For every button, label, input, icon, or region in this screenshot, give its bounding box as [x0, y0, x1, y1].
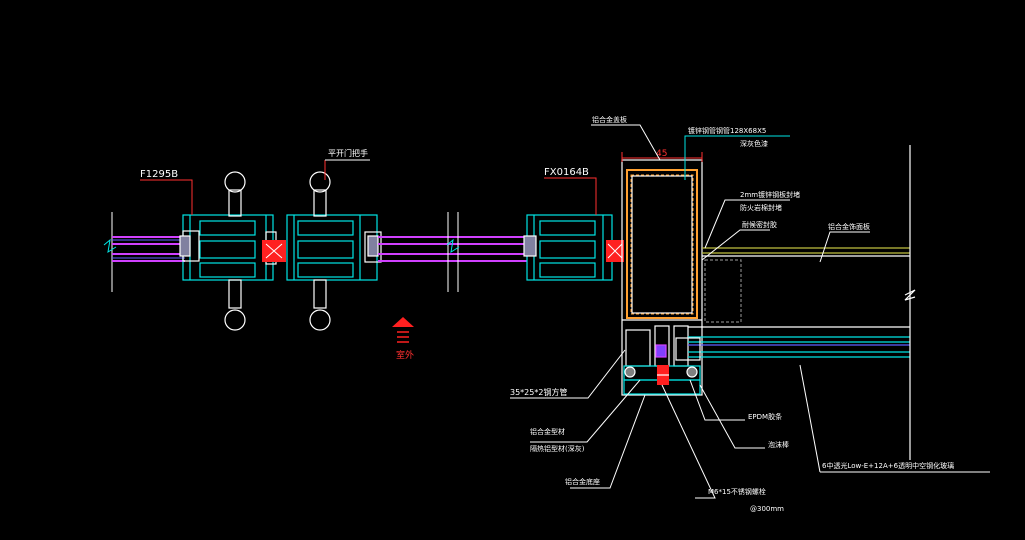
label-outdoor: 室外 — [396, 349, 414, 361]
label-alu-profile-sub: 隔热铝型材(深灰) — [530, 444, 585, 453]
label-sealant: 耐候密封胶 — [742, 220, 777, 229]
label-steel-tube: 镀锌钢管钢管128X68X5 — [688, 126, 766, 135]
right-glass-panel — [675, 145, 916, 460]
label-steel-plate-sub: 防火岩棉封堵 — [740, 203, 782, 212]
label-profile-right: FX0164B — [544, 167, 589, 178]
label-alu-base: 铝合金底座 — [565, 477, 600, 486]
profile-fx0164b — [523, 214, 613, 281]
label-foam: 泡沫棒 — [768, 440, 789, 449]
width-dimension: 45 — [621, 149, 703, 162]
labels: F1295B 平开门把手 FX0164B 铝合金盖板 镀锌钢管钢管128X68X… — [140, 115, 954, 513]
label-steel-pipe-35: 35*25*2钢方管 — [510, 387, 567, 397]
label-spacing: @300mm — [750, 505, 784, 513]
profile-middle — [286, 214, 382, 281]
label-handle: 平开门把手 — [328, 148, 368, 158]
label-profile-left: F1295B — [140, 169, 178, 180]
label-steel-tube-sub: 深灰色漆 — [740, 139, 768, 148]
handle-left — [224, 171, 246, 331]
label-alu-cover: 铝合金盖板 — [592, 115, 627, 124]
label-epdm: EPDM胶条 — [748, 412, 782, 421]
left-gasket — [262, 240, 286, 262]
right-gasket — [606, 240, 624, 262]
left-glass-panel — [103, 212, 185, 292]
label-alu-panel: 铝合金饰面板 — [828, 222, 870, 231]
middle-glass-panel — [378, 212, 527, 292]
label-glass: 6中透光Low-E+12A+6透明中空钢化玻璃 — [822, 461, 954, 470]
outdoor-arrow — [392, 317, 414, 343]
leader-lines — [140, 124, 990, 499]
handle-middle — [309, 171, 331, 331]
label-steel-plate: 2mm镀锌钢板封堵 — [740, 190, 800, 199]
profile-f1295b — [179, 214, 277, 281]
label-alu-profile: 铝合金型材 — [530, 427, 565, 436]
width-dimension-text: 45 — [656, 149, 667, 159]
label-bolt: M6*15不锈钢螺栓 — [708, 487, 766, 496]
mullion — [621, 159, 703, 396]
